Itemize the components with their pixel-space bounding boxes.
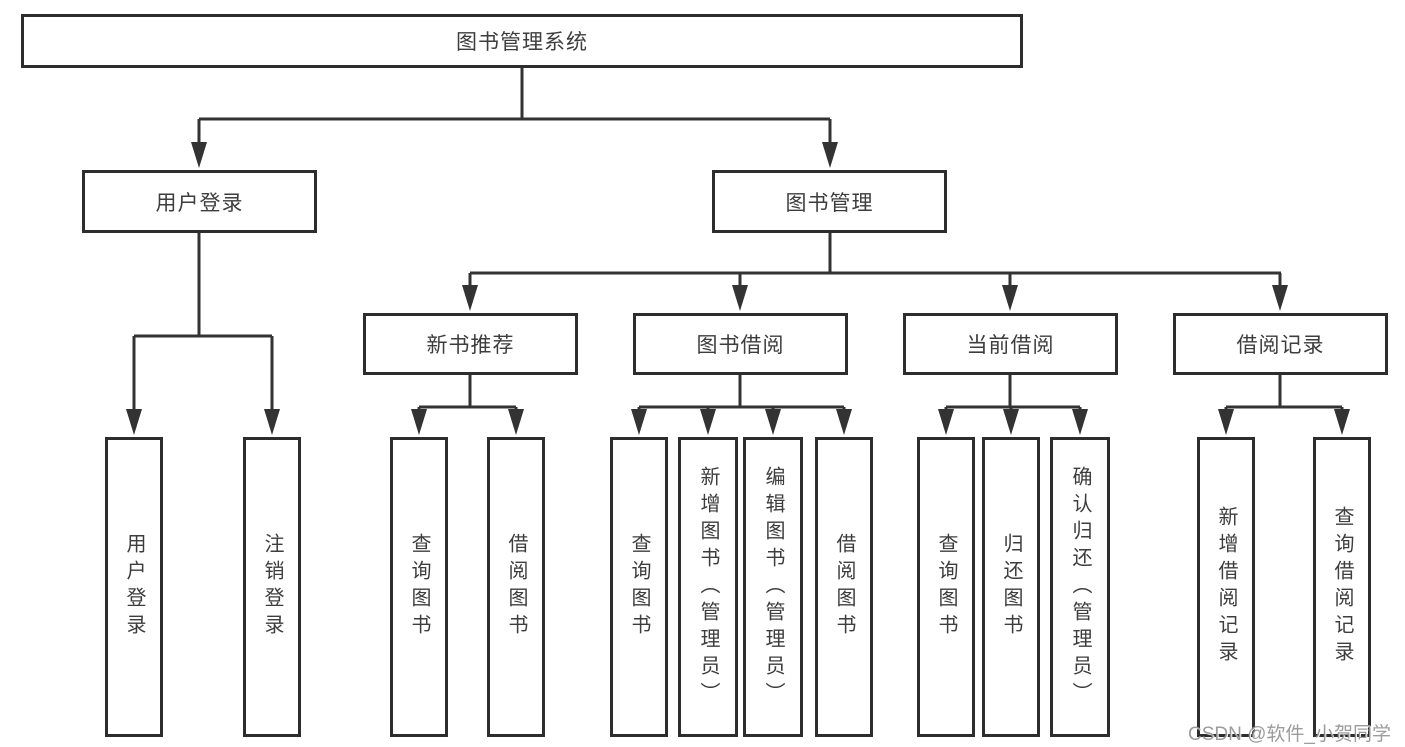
leaf-add-books-admin: 新增图书（管理员） (678, 437, 738, 737)
connector-lines (132, 67, 1344, 414)
leaf-borrow-books-recommend: 借阅图书 (487, 437, 545, 737)
leaf-confirm-return-admin: 确认归还（管理员） (1050, 437, 1110, 737)
leaf-add-borrow-record: 新增借阅记录 (1197, 437, 1255, 737)
node-label: 用户登录 (155, 191, 244, 215)
node-label: 用户登录 (123, 533, 145, 641)
node-label: 图书管理 (785, 191, 874, 215)
leaf-query-borrow-record: 查询借阅记录 (1313, 437, 1371, 737)
leaf-return-books: 归还图书 (982, 437, 1040, 737)
node-label: 新增图书（管理员） (697, 465, 719, 709)
node-label: 借阅图书 (505, 533, 527, 641)
node-label: 查询图书 (408, 533, 430, 641)
leaf-logout: 注销登录 (243, 437, 301, 737)
node-label: 查询图书 (935, 533, 957, 641)
node-root-library-system: 图书管理系统 (21, 14, 1023, 68)
leaf-query-books-recommend: 查询图书 (390, 437, 448, 737)
node-label: 图书借阅 (696, 334, 785, 357)
node-label: 新增借阅记录 (1215, 506, 1237, 668)
node-new-book-recommend: 新书推荐 (363, 313, 578, 375)
node-label: 借阅图书 (833, 533, 855, 641)
node-label: 查询借阅记录 (1331, 506, 1353, 668)
node-current-borrow: 当前借阅 (903, 313, 1118, 375)
node-label: 归还图书 (1000, 533, 1022, 641)
node-label: 借阅记录 (1236, 334, 1325, 357)
node-label: 确认归还（管理员） (1069, 465, 1091, 709)
leaf-edit-books-admin: 编辑图书（管理员） (743, 437, 803, 737)
node-label: 查询图书 (628, 533, 650, 641)
node-label: 新书推荐 (426, 334, 515, 357)
leaf-query-books-borrow: 查询图书 (610, 437, 668, 737)
leaf-borrow-books: 借阅图书 (815, 437, 873, 737)
node-label: 图书管理系统 (456, 31, 588, 54)
connector-arrowheads (126, 142, 1350, 435)
node-book-borrow: 图书借阅 (633, 313, 848, 375)
node-user-login: 用户登录 (82, 170, 317, 233)
node-label: 当前借阅 (966, 334, 1055, 357)
csdn-watermark: CSDN @软件_小贺同学 (1188, 724, 1391, 745)
node-borrow-records: 借阅记录 (1173, 313, 1388, 375)
node-label: 注销登录 (261, 533, 283, 641)
leaf-query-books-current: 查询图书 (917, 437, 975, 737)
node-label: 编辑图书（管理员） (762, 465, 784, 709)
leaf-user-login: 用户登录 (105, 437, 163, 737)
node-book-management: 图书管理 (712, 170, 947, 233)
